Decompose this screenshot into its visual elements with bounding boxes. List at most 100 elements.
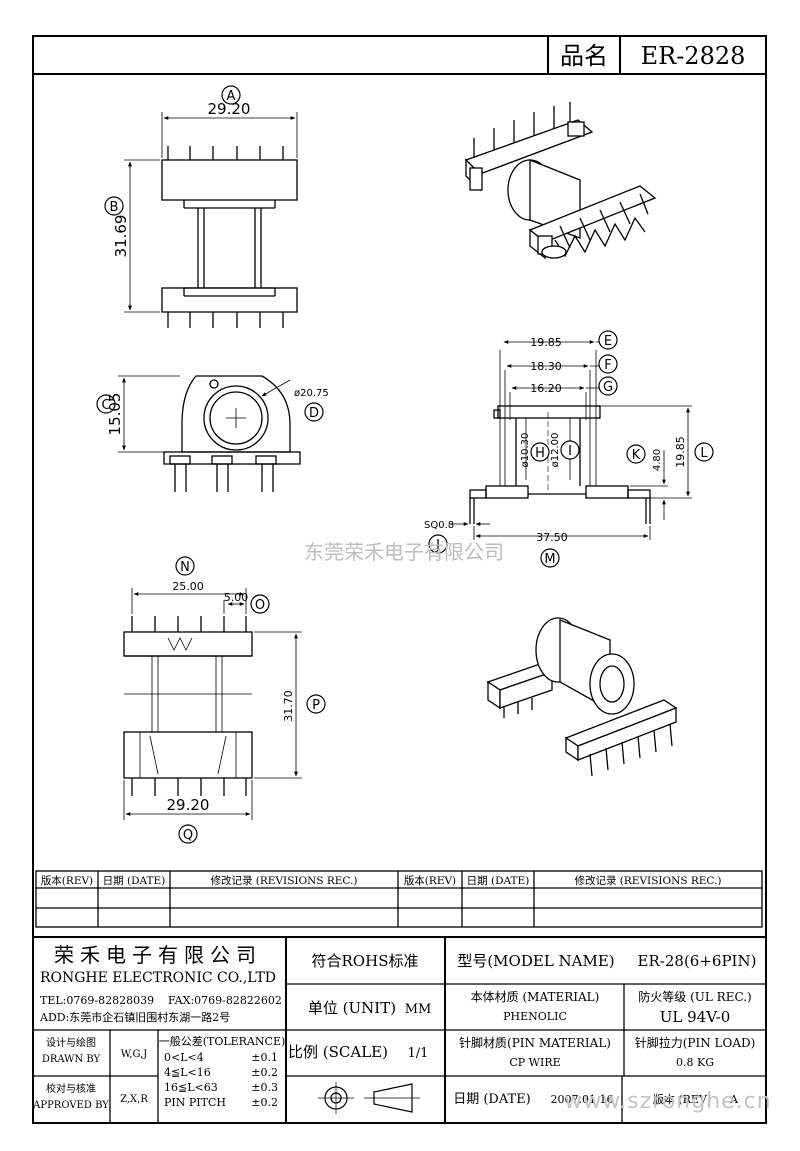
callout-b-letter: B	[110, 200, 119, 215]
callout-q-letter: Q	[183, 828, 193, 843]
dim-k: 4.80	[652, 449, 663, 471]
scale-value: 1/1	[408, 1046, 429, 1061]
callout-n	[175, 556, 195, 576]
callout-n-letter: N	[180, 560, 190, 575]
watermark-url: www.szronghe.cn	[564, 1089, 771, 1114]
dim-p: 31.70	[282, 690, 295, 722]
approved-by-value: Z,X,R	[120, 1094, 148, 1105]
projection-symbol	[318, 1082, 420, 1114]
tolerance-value: ±0.2	[251, 1096, 278, 1109]
dim-o: 5.00	[224, 591, 249, 604]
callout-p-letter: P	[312, 698, 320, 713]
callout-h	[530, 442, 550, 462]
iso-view-bottom	[486, 617, 678, 777]
tolerance-value: ±0.1	[251, 1051, 278, 1064]
callout-h-letter: H	[535, 446, 545, 461]
tolerance-range: PIN PITCH	[164, 1096, 226, 1109]
revision-table	[35, 870, 763, 928]
callout-b	[104, 196, 124, 216]
material-value: PHENOLIC	[503, 1010, 567, 1023]
drawn-by-cn: 设计与绘图	[46, 1036, 96, 1049]
tolerance-value: ±0.3	[251, 1081, 278, 1094]
record-col-2: 修改记录 (REVISIONS REC.)	[574, 874, 721, 887]
callout-d-letter: D	[309, 406, 319, 421]
dim-i: ø12.00	[550, 433, 561, 468]
callout-l-letter: L	[700, 446, 708, 461]
sheet-border	[32, 35, 767, 1124]
tolerance-title: 一般公差(TOLERANCE)	[159, 1034, 286, 1048]
watermark-company: 东莞荣禾电子有限公司	[304, 540, 504, 564]
callout-i	[560, 440, 580, 460]
header-box: 品名 ER-2828	[33, 36, 766, 75]
company-address: ADD:东莞市企石镇旧围村东湖一路2号	[39, 1010, 230, 1024]
callout-c	[96, 394, 116, 414]
hole-diameter: ø20.75	[294, 388, 329, 399]
callout-k-letter: K	[632, 448, 641, 463]
callout-a	[221, 85, 241, 105]
callout-e	[598, 330, 618, 350]
callout-e-letter: E	[604, 334, 612, 349]
dim-m: 37.50	[536, 531, 568, 544]
pin-load-value: 0.8 KG	[676, 1056, 714, 1069]
rev-value: A	[729, 1093, 739, 1106]
callout-m	[540, 548, 560, 568]
company-fax: FAX:0769-82822602	[168, 994, 282, 1007]
date-value: 2007.01.16	[551, 1093, 614, 1106]
dim-b: 31.69	[112, 215, 130, 258]
rev-col-2: 版本(REV)	[404, 874, 456, 887]
date-col-2: 日期 (DATE)	[467, 875, 530, 887]
tolerance-range: 4≦L<16	[164, 1066, 211, 1079]
company-name-en: RONGHE ELECTRONIC CO.,LTD	[40, 970, 276, 986]
dim-q: 29.20	[167, 796, 210, 814]
date-label: 日期 (DATE)	[453, 1092, 531, 1107]
approved-by-cn: 校对与核准	[46, 1082, 96, 1095]
dim-h: ø10.30	[520, 433, 531, 468]
callout-p	[306, 694, 326, 714]
dim-e: 19.85	[530, 336, 562, 349]
unit-value: MM	[405, 1002, 432, 1017]
rev-col-1: 版本(REV)	[41, 874, 93, 887]
record-col-1: 修改记录 (REVISIONS REC.)	[210, 874, 357, 887]
title-block-grid	[33, 936, 766, 1123]
approved-by-en: APPROVED BY	[32, 1100, 109, 1111]
callout-q	[178, 824, 198, 844]
callout-f-letter: F	[604, 358, 611, 373]
scale-label: 比例 (SCALE)	[288, 1043, 388, 1061]
pin-material-label: 针脚材质(PIN MATERIAL)	[459, 1035, 611, 1050]
part-number: ER-2828	[641, 42, 746, 70]
drawn-by-value: W,G,J	[121, 1049, 148, 1060]
ul-value: UL 94V-0	[660, 1008, 731, 1026]
callout-l	[694, 442, 714, 462]
dim-f: 18.30	[530, 360, 562, 373]
unit-label: 单位 (UNIT)	[308, 999, 396, 1017]
callout-o-letter: O	[255, 598, 265, 613]
callout-k	[626, 444, 646, 464]
front-view-top	[124, 112, 298, 328]
model-value: ER-28(6+6PIN)	[638, 952, 757, 970]
callout-m-letter: M	[544, 552, 555, 567]
callout-j-letter: J	[435, 538, 440, 553]
callout-o	[250, 594, 270, 614]
material-label: 本体材质 (MATERIAL)	[471, 990, 600, 1004]
tolerance-range: 0<L<4	[164, 1051, 204, 1064]
iso-view-top	[464, 102, 657, 260]
pin-material-value: CP WIRE	[509, 1056, 560, 1069]
model-label: 型号(MODEL NAME)	[457, 952, 614, 970]
rev-label: 版本 (REV)	[653, 1092, 711, 1106]
side-view	[450, 340, 692, 540]
company-tel: TEL:0769-82828039	[40, 994, 154, 1007]
tolerance-value: ±0.2	[251, 1066, 278, 1079]
pin-load-label: 针脚拉力(PIN LOAD)	[635, 1035, 756, 1050]
ul-label: 防火等级 (UL REC.)	[638, 989, 751, 1004]
rohs-label: 符合ROHS标准	[312, 952, 419, 970]
callout-g	[598, 376, 618, 396]
callout-d	[304, 402, 324, 422]
name-label: 品名	[560, 42, 608, 70]
dim-l: 19.85	[674, 436, 687, 468]
dim-a: 29.20	[208, 100, 251, 118]
drawn-by-en: DRAWN BY	[42, 1054, 101, 1065]
top-view	[123, 588, 302, 820]
callout-g-letter: G	[603, 380, 613, 395]
callout-a-letter: A	[227, 89, 236, 104]
